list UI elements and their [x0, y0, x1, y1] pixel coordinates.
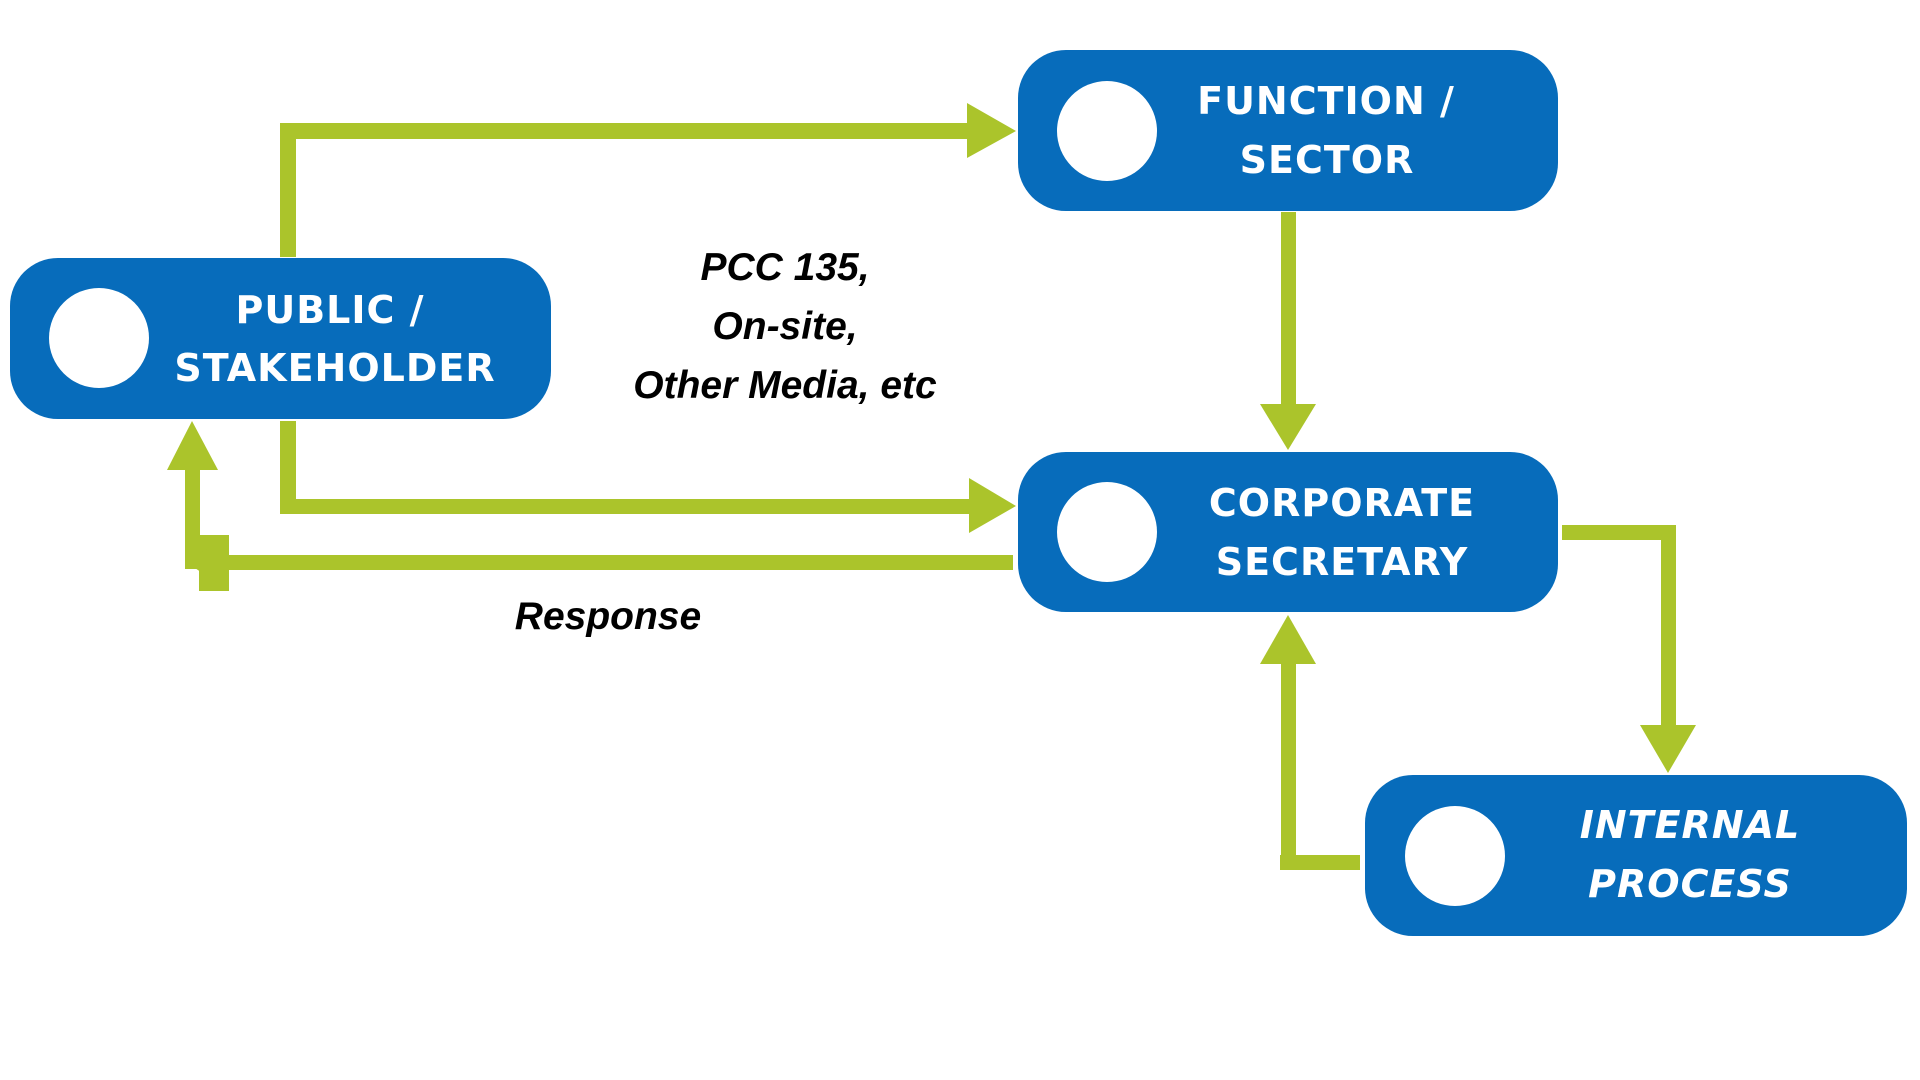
connector-segment	[228, 555, 1013, 570]
arrowhead-right-icon	[967, 103, 1016, 158]
circle-icon	[1405, 806, 1505, 906]
connector-segment	[1281, 212, 1296, 406]
annotation-line: Other Media, etc	[633, 364, 937, 407]
arrowhead-down-icon	[1260, 404, 1316, 450]
connector-segment	[185, 468, 200, 569]
connector-segment	[280, 123, 970, 139]
node-label-line1: INTERNAL	[1580, 803, 1801, 847]
arrowhead-down-left-icon	[186, 535, 229, 591]
node-label-line2: STAKEHOLDER	[174, 346, 495, 390]
node-label-line2: PROCESS	[1588, 862, 1792, 906]
connector-segment	[1562, 525, 1676, 540]
circle-icon	[1057, 81, 1157, 181]
edge-corporate-to-internal	[1562, 525, 1696, 773]
node-box	[1018, 50, 1558, 211]
connector-segment	[280, 499, 972, 514]
arrowhead-right-icon	[969, 478, 1016, 533]
edge-corporate-to-public-response	[167, 421, 1013, 591]
annotation-channels: PCC 135, On-site, Other Media, etc	[633, 246, 937, 407]
connector-segment	[1280, 855, 1360, 870]
node-internal-process[interactable]: INTERNAL PROCESS	[1365, 775, 1907, 936]
node-label-line2: SECRETARY	[1216, 540, 1469, 584]
node-label-line1: PUBLIC /	[235, 288, 424, 332]
node-box	[10, 258, 551, 419]
annotation-line: On-site,	[712, 305, 857, 348]
annotation-line: PCC 135,	[700, 246, 869, 289]
node-label-line1: CORPORATE	[1209, 481, 1475, 525]
arrowhead-down-icon	[1640, 725, 1696, 773]
node-corporate-secretary[interactable]: CORPORATE SECRETARY	[1018, 452, 1558, 612]
node-box	[1018, 452, 1558, 612]
node-function-sector[interactable]: FUNCTION / SECTOR	[1018, 50, 1558, 211]
connector-segment	[280, 421, 296, 514]
circle-icon	[1057, 482, 1157, 582]
annotation-response: Response	[515, 595, 701, 638]
arrowhead-up-icon	[167, 421, 218, 470]
edge-function-to-corporate	[1260, 212, 1316, 450]
connector-segment	[1281, 664, 1296, 870]
arrowhead-up-icon	[1260, 615, 1316, 664]
node-label-line1: FUNCTION /	[1197, 79, 1455, 123]
node-public-stakeholder[interactable]: PUBLIC / STAKEHOLDER	[10, 258, 551, 419]
edge-internal-to-corporate	[1260, 615, 1360, 870]
node-label-line2: SECTOR	[1240, 138, 1415, 182]
node-box	[1365, 775, 1907, 936]
connector-segment	[280, 123, 296, 257]
connector-segment	[1661, 525, 1676, 729]
circle-icon	[49, 288, 149, 388]
edge-public-to-corporate	[280, 421, 1016, 533]
edge-public-to-function	[280, 103, 1016, 257]
